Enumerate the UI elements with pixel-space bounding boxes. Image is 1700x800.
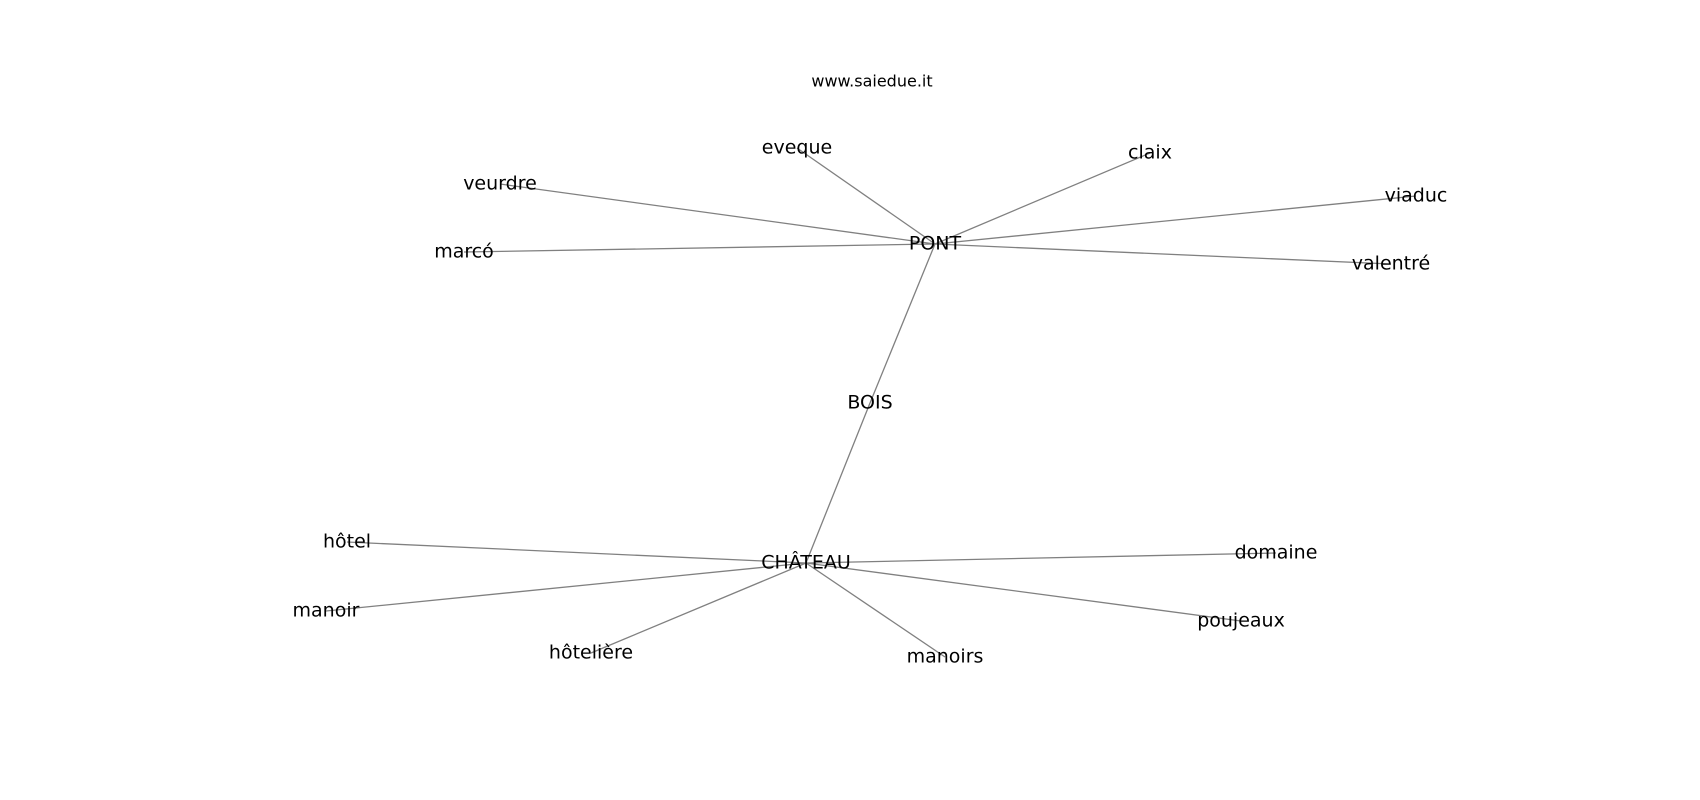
node-label-viaduc: viaduc — [1385, 185, 1448, 207]
edge-chateau-domaine — [805, 552, 1277, 564]
edge-pont-veurdre — [499, 183, 936, 245]
edge-pont-marco — [463, 243, 936, 253]
node-label-manoirs: manoirs — [907, 646, 984, 668]
node-label-pont: PONT — [909, 233, 962, 255]
edge-pont-claix — [934, 152, 1151, 245]
edge-chateau-hoteliere — [590, 562, 807, 654]
node-label-claix: claix — [1128, 142, 1172, 164]
node-label-veurdre: veurdre — [463, 173, 537, 195]
node-label-hotel: hôtel — [323, 531, 371, 553]
edge-pont-viaduc — [934, 195, 1417, 245]
node-label-domaine: domaine — [1235, 542, 1318, 564]
edge-pont-bois — [869, 243, 936, 404]
nodes-layer: PONT BOIS CHÂTEAU eveque claix veurdre viaduc m… — [293, 137, 1448, 668]
node-label-bois: BOIS — [847, 392, 892, 414]
edge-pont-valentre — [934, 243, 1392, 265]
edge-chateau-poujeaux — [805, 562, 1242, 622]
edges-layer — [325, 147, 1417, 658]
node-label-eveque: eveque — [762, 137, 832, 159]
node-label-chateau: CHÂTEAU — [761, 551, 851, 574]
node-label-poujeaux: poujeaux — [1197, 610, 1285, 632]
edge-chateau-manoirs — [805, 562, 946, 658]
edge-bois-chateau — [805, 402, 871, 564]
node-label-hoteliere: hôtelière — [549, 642, 633, 664]
edge-pont-eveque — [796, 147, 936, 245]
site-watermark: www.saiedue.it — [811, 72, 932, 91]
node-label-valentre: valentré — [1352, 253, 1430, 275]
node-label-manoir: manoir — [293, 600, 360, 622]
edge-chateau-manoir — [325, 562, 807, 612]
edge-chateau-hotel — [346, 541, 807, 564]
node-label-marco: marcó — [434, 241, 494, 263]
